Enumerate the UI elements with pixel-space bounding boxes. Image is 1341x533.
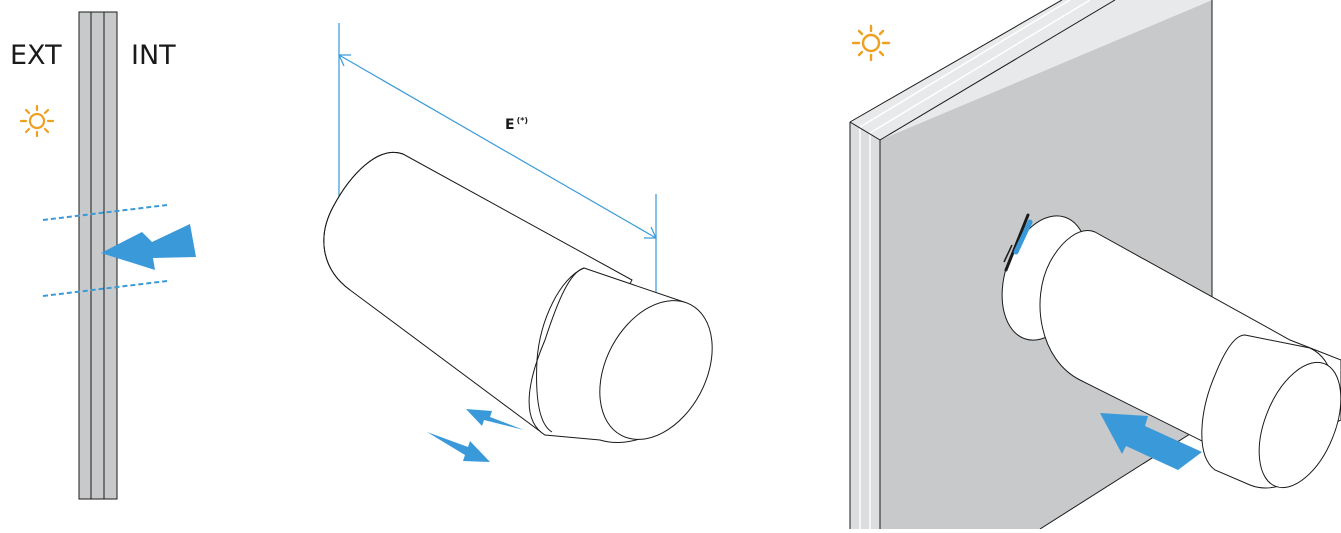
sun-icon [19,104,55,138]
insert-arrow-icon [1100,413,1202,470]
adjust-double-arrow-icon [427,409,524,462]
sun-icon [851,24,891,62]
tube-sleeve [323,151,713,444]
opening-lines [42,204,168,297]
interior-label: INT [131,40,176,71]
installed-panel [849,0,1341,530]
dimension-note: (*) [516,116,529,125]
level-tool [1003,213,1033,272]
exterior-label: EXT [10,40,62,71]
airflow-arrow-icon [101,224,196,270]
sleeve-panel [323,23,713,462]
wall-section-panel [19,11,196,500]
installed-sleeve [1039,230,1341,489]
dimension-label: E(*) [505,116,528,133]
dimension-letter: E [505,117,515,133]
